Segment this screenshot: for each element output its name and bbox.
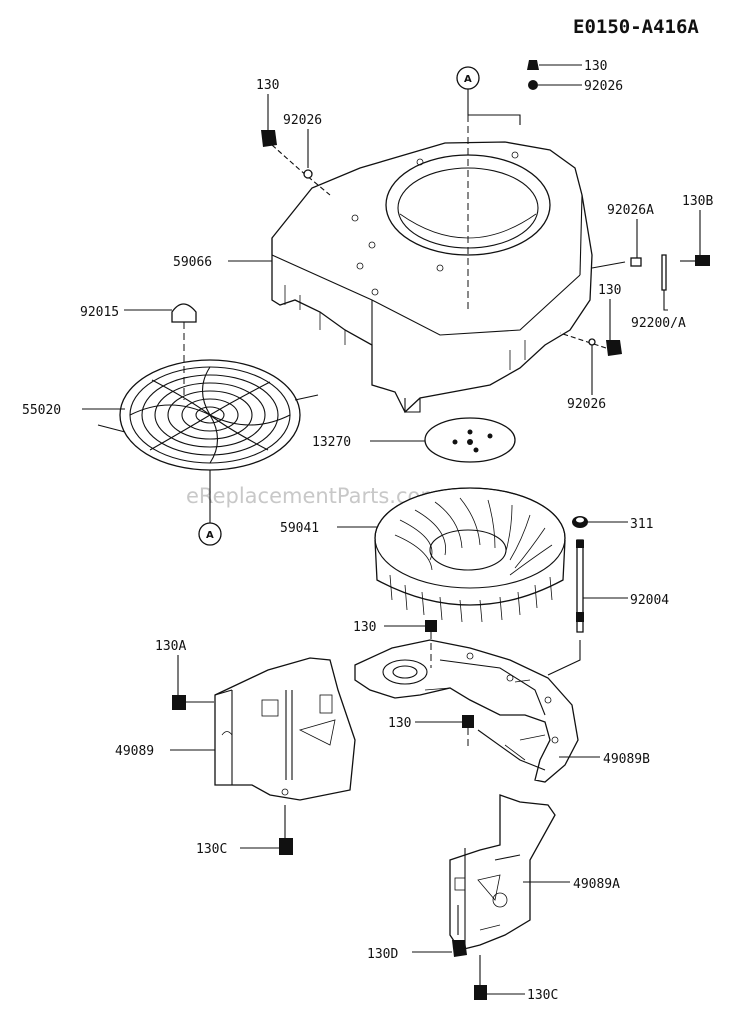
label-92026A: 92026A [607,203,654,218]
label-92015: 92015 [80,305,119,320]
label-49089A: 49089A [573,877,620,892]
svg-text:A: A [206,530,214,541]
label-92026-top: 92026 [584,79,623,94]
label-92026-right: 92026 [567,397,606,412]
label-59066: 59066 [173,255,212,270]
shroud-49089 [214,657,356,801]
stud-92200A [661,254,667,291]
bolt-130-right [559,332,622,356]
label-130D: 130D [367,947,398,962]
baffle-49089B [354,639,579,783]
reference-marker-top: A [456,66,521,310]
label-49089: 49089 [115,744,154,759]
label-130-left: 130 [256,78,279,93]
bolt-130-mid [425,620,437,668]
watermark: eReplacementParts.com [186,484,441,508]
bolt-130B [680,255,710,266]
label-13270: 13270 [312,435,351,450]
label-130-low: 130 [388,716,411,731]
label-59041: 59041 [280,521,319,536]
label-311: 311 [630,517,653,532]
label-130-mid: 130 [353,620,376,635]
bolt-130A [172,695,214,710]
label-55020: 55020 [22,403,61,418]
screen-cap-92015 [171,303,197,400]
bolt-130C-left [240,805,293,855]
diagram-code: E0150-A416A [573,16,699,38]
washer-92026-top [528,80,582,90]
label-130-right: 130 [598,283,621,298]
label-130B: 130B [682,194,713,209]
reference-marker-bottom: A [198,470,222,546]
label-92026-left: 92026 [283,113,322,128]
label-92200A: 92200/A [631,316,686,331]
rotating-screen [97,359,319,471]
label-130C-left: 130C [196,842,227,857]
fan-plate-13270 [424,417,516,463]
nut-311 [572,516,628,528]
bolt-130-left [261,130,331,196]
bolt-130-top [527,60,582,70]
svg-text:A: A [464,74,472,85]
bolt-130C-bottom [474,955,525,1000]
label-130A: 130A [155,639,186,654]
bolt-130D [412,905,467,957]
blower-housing [271,141,593,414]
label-130C-bottom: 130C [527,988,558,1003]
flywheel-fan-59041 [374,487,566,623]
grommet-92026A [630,257,642,267]
label-92004: 92004 [630,593,669,608]
bolt-130-low [462,715,474,748]
label-49089B: 49089B [603,752,650,767]
label-130-top: 130 [584,59,607,74]
shroud-49089A [449,794,556,951]
stud-92004 [576,539,628,633]
